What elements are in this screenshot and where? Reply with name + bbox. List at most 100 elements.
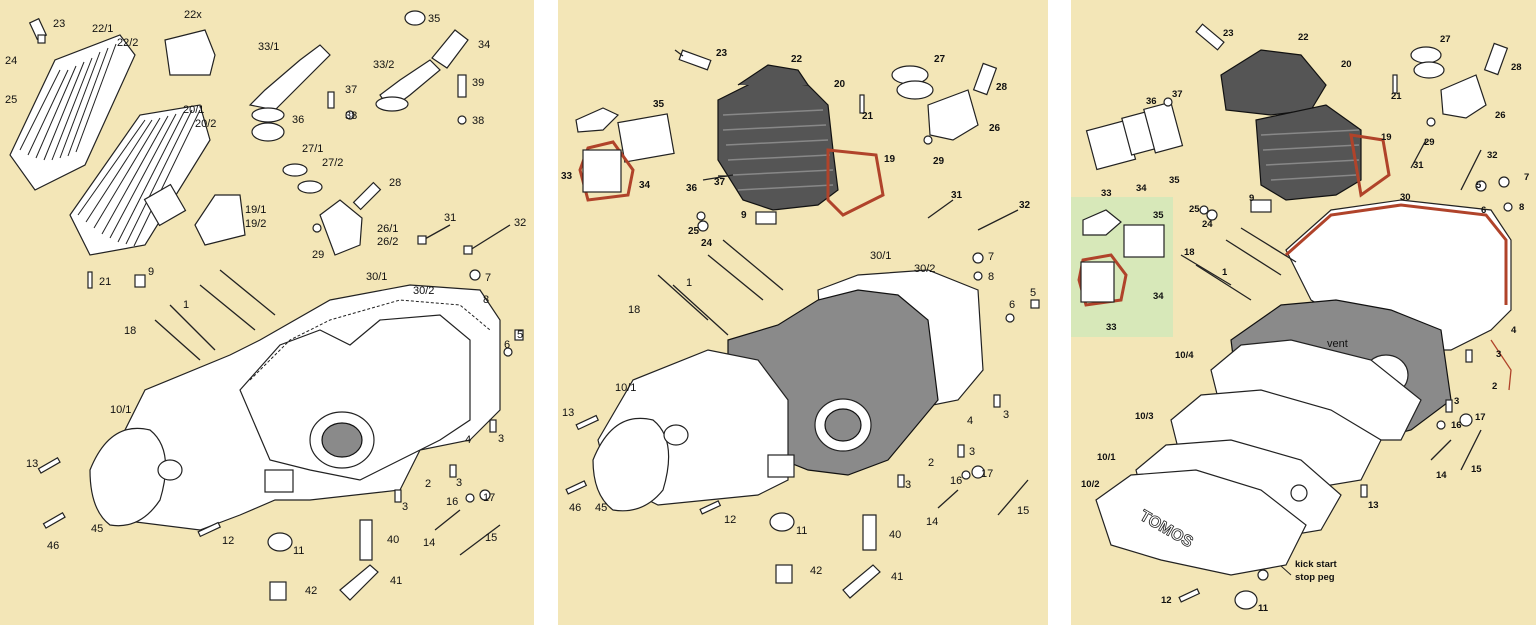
callout-label: 30/2 (914, 263, 935, 275)
callout-label: 15 (485, 532, 497, 544)
callout-label: 35 (428, 13, 440, 25)
cylinder-drawing (717, 64, 885, 217)
cylinder-drawing (69, 104, 211, 256)
callout-label: 12 (1161, 595, 1172, 606)
callout-label: 40 (889, 529, 901, 541)
callout-label: 23 (716, 48, 728, 59)
callout-label: 38 (345, 110, 357, 122)
callout-label: 26 (989, 123, 1001, 134)
hose-clamp-icon (404, 10, 426, 26)
callout-label: 24 (1202, 219, 1213, 230)
rubber-connector-icon (431, 29, 469, 69)
callout-label: 20/1 (183, 104, 204, 116)
callout-label: 38 (472, 115, 484, 127)
callout-label: 7 (988, 251, 994, 263)
callout-label: 23 (1223, 28, 1234, 39)
callout-label: 31 (444, 212, 456, 224)
callout-label: 35 (653, 99, 665, 110)
intake-elbow-1-icon (248, 44, 331, 111)
callout-label: 27/2 (322, 157, 343, 169)
callout-label: 41 (891, 571, 903, 583)
piston-ring-2-icon (297, 180, 323, 194)
callout-label: 30/2 (413, 285, 434, 297)
callout-label: 30/1 (870, 250, 891, 262)
piston-ring-1-icon (282, 163, 308, 177)
piston-icon (319, 199, 363, 256)
callout-label: 19/2 (245, 218, 266, 230)
callout-label: 3 (402, 501, 408, 513)
callout-label: 35 (1153, 210, 1164, 221)
parts-diagram-panel-3: TOMOS 23 22 27 28 20 21 37 36 26 19 29 3… (1071, 0, 1536, 625)
callout-labels-panel-1: 23 22/1 22/2 22x 35 24 25 33/1 34 33/2 3… (5, 9, 526, 597)
callout-label: 3 (1454, 396, 1459, 407)
callout-label: 33/2 (373, 59, 394, 71)
callout-label: 21 (1391, 91, 1402, 102)
callout-label: 45 (595, 502, 607, 514)
callout-label: 24 (701, 238, 713, 249)
callout-label: 28 (996, 82, 1008, 93)
callout-label: 17 (1475, 412, 1486, 423)
callout-label: 34 (1136, 183, 1147, 194)
callout-label: 9 (148, 266, 154, 278)
exploded-engine-drawing-3: TOMOS 23 22 27 28 20 21 37 36 26 19 29 3… (1071, 23, 1529, 614)
callout-label: 40 (387, 534, 399, 546)
callout-label: 15 (1017, 505, 1029, 517)
callout-label: 11 (796, 525, 807, 537)
callout-label: 32 (1019, 200, 1031, 211)
callout-label: 13 (26, 458, 38, 470)
callout-label: 10/1 (1097, 452, 1116, 463)
callout-label: 28 (1511, 62, 1522, 73)
callout-label: 20 (834, 79, 846, 90)
callout-label: 36 (1146, 96, 1157, 107)
callout-label: 33 (1101, 188, 1112, 199)
callout-label: 34 (639, 180, 651, 191)
callout-label: 9 (741, 210, 747, 221)
cylinder-drawing (1220, 49, 1391, 201)
callout-label: 7 (485, 272, 491, 284)
callout-label: 31 (951, 190, 963, 201)
callout-label: kick start (1295, 559, 1338, 570)
callout-label: 27 (1440, 34, 1451, 45)
callout-label: 1 (686, 277, 692, 289)
callout-label: 14 (926, 516, 938, 528)
callout-label: 16 (446, 496, 458, 508)
callout-label: 8 (988, 271, 994, 283)
callout-label: 30/1 (366, 271, 387, 283)
callout-label: 33 (1106, 322, 1117, 333)
callout-label: 18 (124, 325, 136, 337)
callout-label: 20/2 (195, 118, 216, 130)
callout-label: 19/1 (245, 204, 266, 216)
callout-label: 16 (950, 475, 962, 487)
exploded-engine-drawing-1: 23 22/1 22/2 22x 35 24 25 33/1 34 33/2 3… (5, 9, 526, 601)
callout-label: 2 (1492, 381, 1497, 392)
callout-label: 25 (688, 226, 700, 237)
callout-label: 6 (1009, 299, 1015, 311)
callout-label: 21 (862, 111, 874, 122)
callout-labels-panel-2: 23 22 35 20 27 21 28 26 33 34 19 29 36 3… (561, 48, 1036, 583)
callout-label: 14 (1436, 470, 1447, 481)
callout-label: 34 (1153, 291, 1164, 302)
callout-label: 4 (967, 415, 973, 427)
callout-label: 23 (53, 18, 65, 30)
callout-label: vent (1327, 338, 1348, 350)
callout-label: 17 (483, 492, 495, 504)
parts-diagram-panel-1: 23 22/1 22/2 22x 35 24 25 33/1 34 33/2 3… (0, 0, 534, 625)
callout-label: 46 (47, 540, 59, 552)
callout-label: 11 (293, 545, 304, 557)
callout-label: 31 (1413, 160, 1424, 171)
callout-label: 25 (1189, 204, 1200, 215)
callout-label: 29 (933, 156, 945, 167)
callout-label: 3 (1003, 409, 1009, 421)
callout-label: 20 (1341, 59, 1352, 70)
callout-label: 13 (562, 407, 574, 419)
callout-label: 13 (1368, 500, 1379, 511)
callout-label: 37 (345, 84, 357, 96)
callout-labels-panel-3: 23 22 27 28 20 21 37 36 26 19 29 31 32 3… (1081, 28, 1529, 614)
callout-label: 1 (1222, 267, 1228, 278)
callout-label: 22x (184, 9, 202, 21)
callout-label: 37 (1172, 89, 1183, 100)
callout-label: 36 (292, 114, 304, 126)
callout-label: 33/1 (258, 41, 279, 53)
callout-label: 22/1 (92, 23, 113, 35)
callout-label: 12 (724, 514, 736, 526)
